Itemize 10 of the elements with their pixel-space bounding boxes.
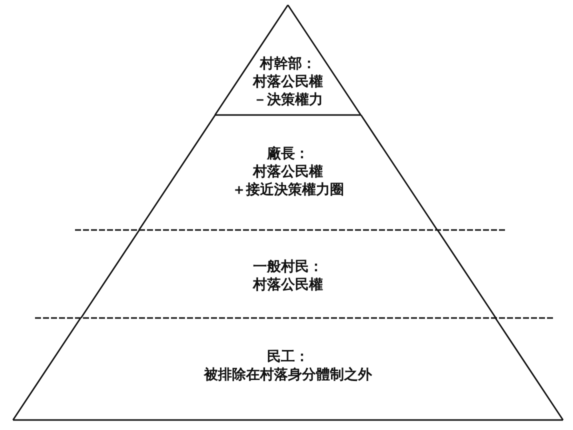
tier-text: 村落公民權 [252, 163, 323, 181]
tier-text: －決策權力 [252, 91, 323, 109]
tier-text: 村幹部： [260, 55, 316, 73]
tier-text: 民工： [267, 348, 309, 366]
tier-text: 村落公民權 [252, 73, 323, 91]
tier-text: 被排除在村落身分體制之外 [204, 366, 372, 384]
tier-text: ＋接近決策權力圈 [232, 181, 344, 199]
tier-text: 廠長： [266, 145, 309, 163]
tier-text: 村落公民權 [252, 276, 323, 294]
tier-text: 一般村民： [252, 258, 323, 276]
